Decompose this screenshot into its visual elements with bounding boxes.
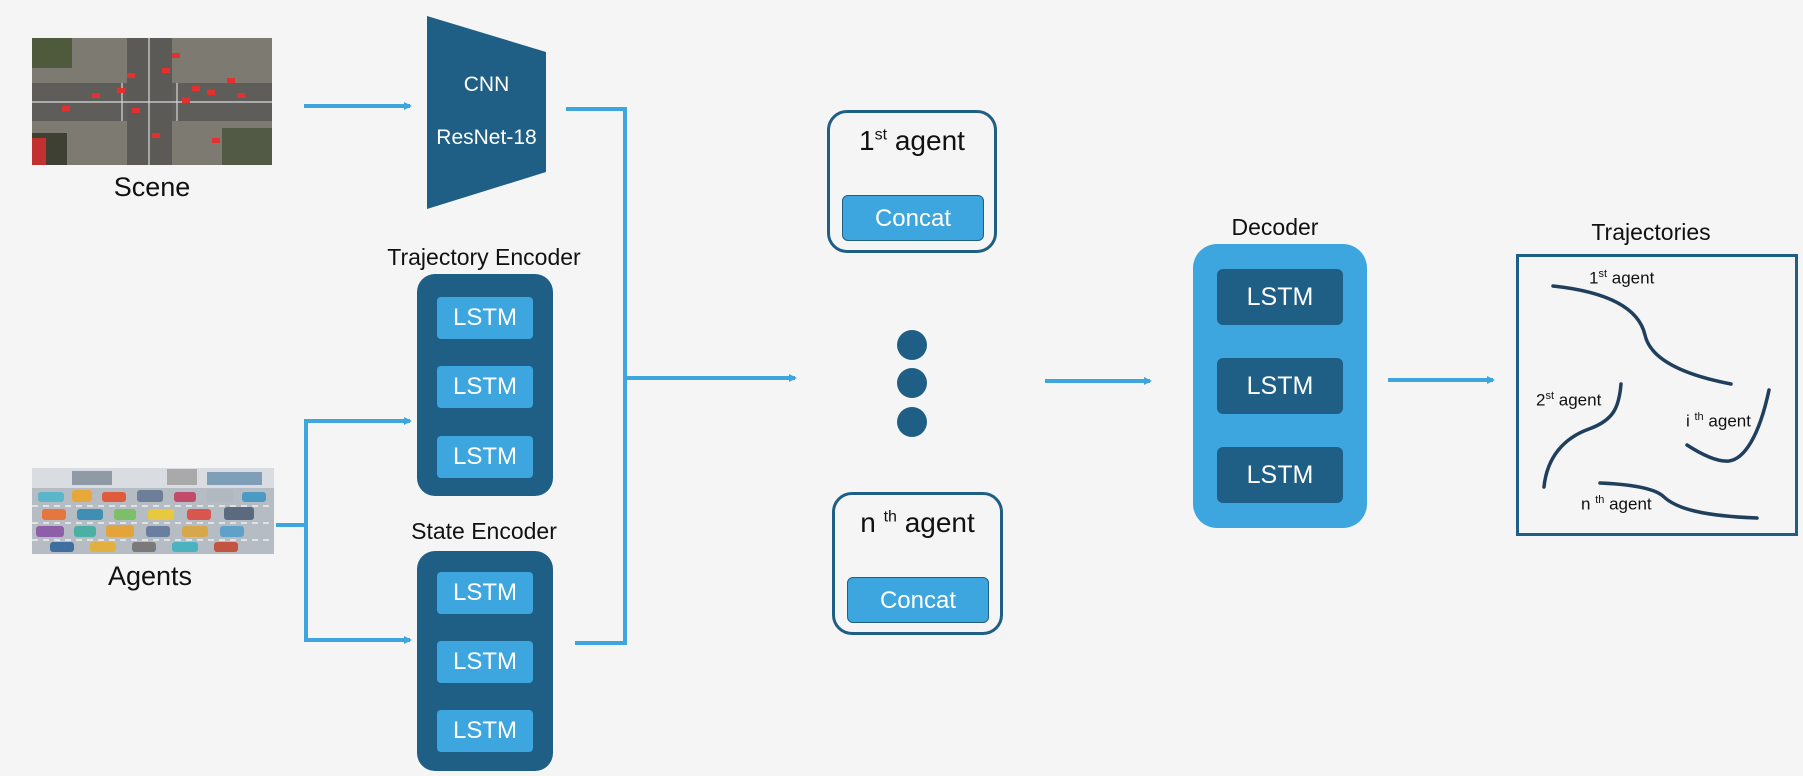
state-lstm: LSTM [437,572,533,614]
agents-label: Agents [107,561,193,591]
decoder-lstm: LSTM [1217,447,1343,503]
state-lstm: LSTM [437,641,533,683]
state-lstm: LSTM [437,710,533,752]
agents-image [32,468,274,554]
ellipsis-dot [897,407,927,437]
first-agent-title: 1st agent [859,125,965,156]
arrow-agents-to-trajectory [304,417,412,525]
decoder-lstm: LSTM [1217,269,1343,325]
ellipsis-dot [897,368,927,398]
state-encoder-title: State Encoder [411,518,557,544]
trajectory-label-1: 1st agent [1589,268,1655,288]
decoder: LSTM LSTM LSTM [1193,244,1367,528]
trajectory-label-2: 2st agent [1536,390,1602,410]
trajectory-encoder-title: Trajectory Encoder [387,244,581,270]
trajectories-panel: 1st agent 2st agent i th agent n th agen… [1516,254,1798,536]
first-agent-box: 1st agent Concat [827,110,997,253]
decoder-title: Decoder [1231,214,1319,240]
arrow-agents-to-state [304,525,412,644]
trajectory-label-i: i th agent [1686,411,1751,431]
decoder-lstm: LSTM [1217,358,1343,414]
nth-agent-box: n th agent Concat [832,492,1003,635]
trajectory-encoder: LSTM LSTM LSTM [417,274,553,496]
trajectory-lstm: LSTM [437,366,533,408]
cnn-block [427,16,546,209]
cnn-label: CNN [463,73,510,96]
scene-image [32,38,272,165]
trajectories-title: Trajectories [1591,219,1711,245]
trajectory-lstm: LSTM [437,297,533,339]
trajectory-curve-i [1685,388,1771,463]
first-agent-concat: Concat [842,195,984,241]
state-encoder: LSTM LSTM LSTM [417,551,553,771]
trajectory-curve-n [1598,481,1759,520]
trajectory-label-n: n th agent [1581,494,1652,514]
cnn-model-label: ResNet-18 [436,126,537,149]
ellipsis-dot [897,330,927,360]
trajectory-curve-2 [1542,382,1623,489]
trajectory-curves [1542,284,1771,520]
wire-cnn-merge [566,107,627,645]
nth-agent-concat: Concat [847,577,989,623]
nth-agent-title: n th agent [860,507,975,538]
trajectory-lstm: LSTM [437,436,533,478]
trajectory-curve-1 [1551,284,1733,386]
scene-label: Scene [113,172,191,202]
